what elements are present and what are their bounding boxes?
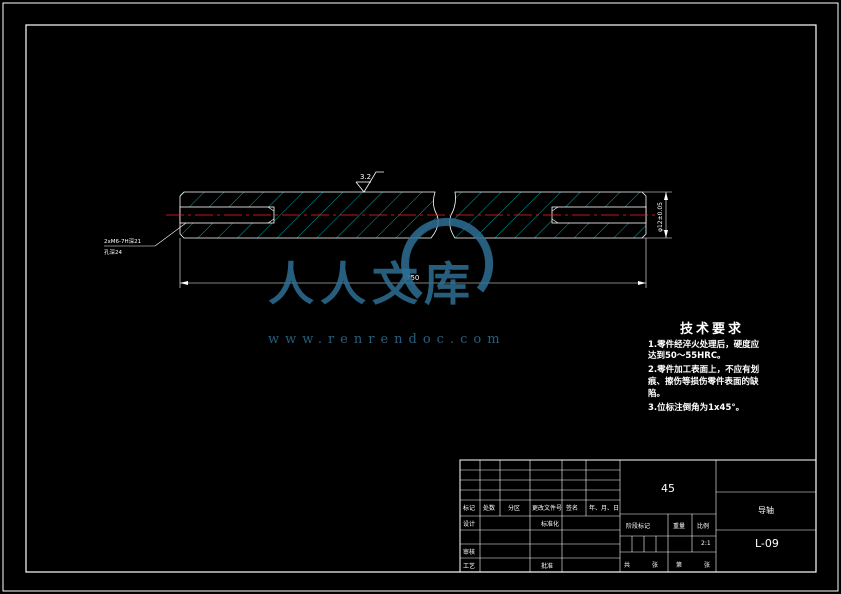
tech-requirement-line: 3.位标注倒角为1x45°。 [648,403,745,413]
tb-drawing-no: L-09 [755,537,779,550]
tb-scale: 比例 [697,523,710,530]
thread-callout-line2: 孔深24 [104,248,122,256]
tb-header-mark: 标记 [463,505,476,512]
tech-requirement-line: 2.零件加工表面上，不应有划 [648,365,760,375]
title-block [459,459,817,573]
tech-requirement-line: 痕、擦伤等损伤零件表面的缺 [648,377,759,387]
tb-sheet-current: 第 [676,562,683,569]
tb-standardize: 标准化 [541,521,560,528]
surface-finish-symbol: 3.2 [355,171,384,193]
watermark-url: www.renrendoc.com [268,332,506,347]
thread-callout-line1: 2xM6-7H深21 [104,237,141,245]
inner-frame [25,24,817,573]
tb-process: 工艺 [463,563,476,570]
tb-header-zone: 分区 [508,505,521,512]
diameter-dimension-value: φ12±0.05 [657,202,664,232]
tb-approve: 批准 [541,563,554,570]
surface-finish-value: 3.2 [360,173,371,181]
tb-stage-mark: 阶段标记 [626,523,651,530]
tb-sheet-word1: 张 [652,562,659,569]
tb-sheet-total: 共 [624,562,631,569]
tb-scale-value: 2:1 [701,540,711,547]
tb-header-date: 年、月、日 [589,505,620,512]
tech-requirements-title: 技术要求 [680,322,745,337]
tb-header-signature: 签名 [566,505,579,512]
thread-callout: 2xM6-7H深21 孔深24 [104,222,187,256]
tb-weight: 重量 [673,523,686,530]
watermark-logo-icon [401,217,494,300]
tb-review: 审核 [463,549,476,556]
diameter-dimension: φ12±0.05 [642,191,672,239]
tb-header-change-doc: 更改文件号 [532,505,563,512]
tb-design: 设计 [463,521,476,528]
tech-requirement-line: 达到50～55HRC。 [648,351,726,361]
watermark-brand: 人人文库 [268,257,476,311]
tb-header-count: 处数 [483,505,496,512]
tech-requirement-line: 陷。 [648,389,666,399]
tech-requirement-line: 1.零件经淬火处理后，硬度应 [648,340,760,350]
tb-part-name: 导轴 [758,506,774,515]
length-dimension-value: 750 [406,274,419,282]
tb-material: 45 [661,482,675,495]
tb-sheet-word2: 张 [704,562,711,569]
